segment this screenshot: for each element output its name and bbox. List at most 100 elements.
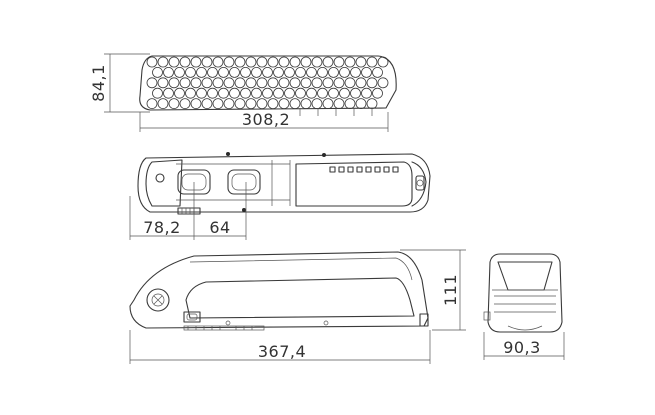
battery-cell [366, 56, 378, 68]
battery-cell [322, 77, 334, 89]
indicator-led [338, 166, 345, 173]
rail-slot-right [227, 169, 261, 195]
battery-cell [339, 67, 350, 78]
battery-cell [306, 87, 317, 99]
battery-cell [262, 67, 273, 78]
battery-cell [146, 77, 158, 89]
indicator-led [347, 166, 354, 173]
battery-cell [317, 67, 328, 78]
battery-cell [179, 98, 191, 109]
indicator-led [365, 166, 372, 173]
battery-cell [256, 98, 268, 109]
top-view-dimensions: 78,2 64 [129, 182, 247, 240]
battery-cell [267, 77, 279, 89]
battery-cell [372, 87, 383, 99]
battery-cell [278, 56, 290, 68]
battery-cell [251, 87, 262, 99]
battery-cell [146, 98, 158, 109]
battery-cell [289, 98, 301, 109]
battery-cell [306, 67, 317, 78]
indicator-led [329, 166, 336, 173]
battery-cell [333, 56, 345, 68]
battery-cell [322, 98, 334, 109]
battery-cell [245, 56, 257, 68]
battery-cell [295, 67, 306, 78]
battery-cell [333, 77, 345, 89]
battery-cell [234, 56, 246, 68]
battery-cell [344, 56, 356, 68]
cell-pack-outline [139, 55, 397, 111]
battery-cell [157, 56, 169, 68]
battery-cell [289, 56, 301, 68]
battery-cell [361, 87, 372, 99]
battery-cell [344, 98, 356, 109]
pack-height-dimension: 84,1 [89, 53, 150, 113]
battery-cell [229, 87, 240, 99]
battery-cell [377, 77, 389, 89]
battery-cell [240, 67, 251, 78]
battery-cells [146, 56, 389, 109]
battery-cell [174, 87, 185, 99]
top-view: 78,2 64 [129, 152, 431, 240]
battery-cell [311, 77, 323, 89]
battery-cell [284, 67, 295, 78]
battery-cell [152, 87, 163, 99]
battery-cell [229, 67, 240, 78]
battery-length-label: 367,4 [258, 342, 306, 361]
battery-cell [223, 98, 235, 109]
battery-cell [157, 77, 169, 89]
battery-cell [168, 56, 180, 68]
battery-cell [333, 98, 345, 109]
battery-cell [355, 98, 367, 109]
pack-length-dimension: 308,2 [139, 110, 389, 132]
indicator-led [374, 166, 381, 173]
cell-tabs [299, 108, 373, 116]
battery-cell [163, 67, 174, 78]
battery-cell [256, 56, 268, 68]
battery-cell [201, 77, 213, 89]
battery-cell [317, 87, 328, 99]
battery-cell [218, 67, 229, 78]
battery-cell [278, 98, 290, 109]
battery-cell [196, 67, 207, 78]
cell-pack-view: 84,1 308,2 [89, 53, 397, 132]
charge-indicator-leds [329, 166, 399, 173]
battery-cell [190, 98, 202, 109]
battery-cell [168, 77, 180, 89]
battery-cell [218, 87, 229, 99]
battery-cell [372, 67, 383, 78]
battery-cell [223, 77, 235, 89]
battery-cell [278, 77, 290, 89]
battery-cell [212, 56, 224, 68]
battery-height-label: 111 [441, 274, 460, 306]
side-view-outline [129, 251, 429, 329]
battery-cell [190, 77, 202, 89]
battery-width-label: 90,3 [503, 338, 541, 357]
battery-cell [207, 87, 218, 99]
pack-height-label: 84,1 [89, 64, 108, 102]
side-view-dimensions: 111 367,4 [129, 249, 466, 364]
battery-cell [168, 98, 180, 109]
battery-cell [273, 87, 284, 99]
battery-cell [251, 67, 262, 78]
battery-cell [212, 98, 224, 109]
battery-cell [273, 67, 284, 78]
battery-cell [344, 77, 356, 89]
battery-cell [377, 56, 389, 68]
battery-cell [179, 77, 191, 89]
battery-cell [262, 87, 273, 99]
charge-port [183, 311, 201, 323]
slot-spacing-label: 64 [209, 218, 230, 237]
battery-cell [201, 56, 213, 68]
battery-cell [300, 98, 312, 109]
battery-cell [185, 87, 196, 99]
battery-cell [300, 56, 312, 68]
battery-cell [289, 77, 301, 89]
battery-cell [311, 98, 323, 109]
battery-cell [190, 56, 202, 68]
battery-cell [350, 67, 361, 78]
battery-cell [284, 87, 295, 99]
battery-cell [240, 87, 251, 99]
battery-cell [350, 87, 361, 99]
